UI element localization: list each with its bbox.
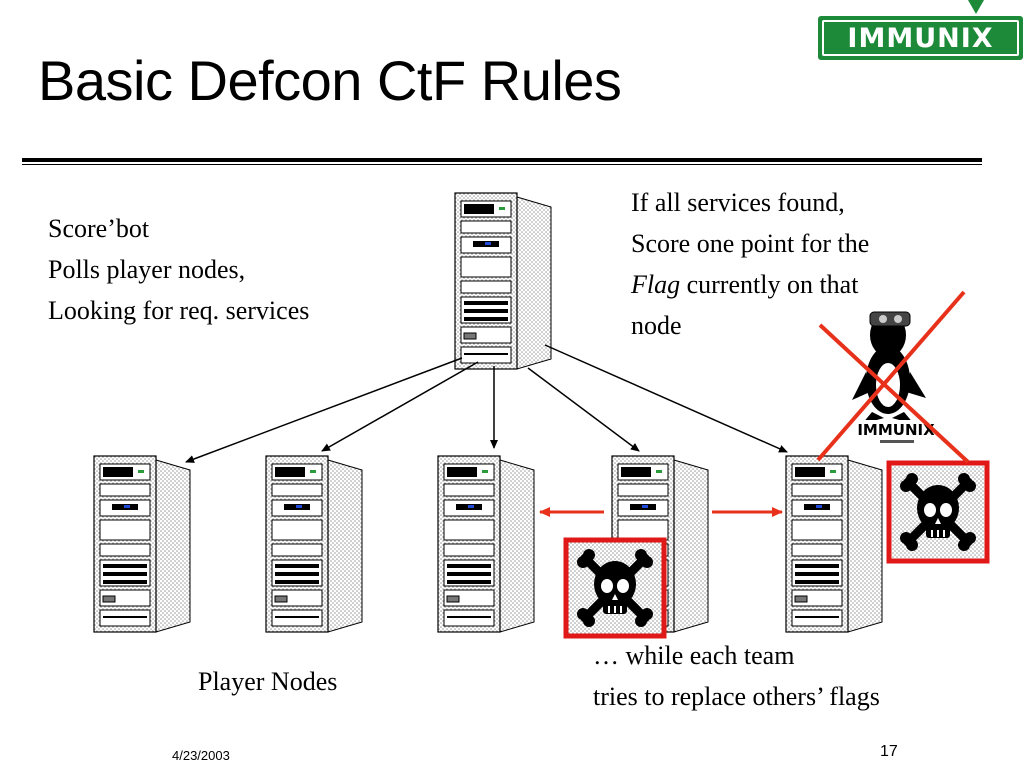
footer-date: 4/23/2003 [172,748,230,763]
flag-line: Flag currently on that [631,264,869,305]
player-nodes-label: Player Nodes [198,667,338,696]
replace-flags-description: … while each team tries to replace other… [593,635,880,717]
flag-line: Score one point for the [631,229,870,258]
player-node-server-icon [785,455,883,633]
flag-word: Flag [631,270,681,299]
immunix-logo: IMMUNIX [818,16,1023,60]
poll-arrow [544,344,788,453]
scorebot-line: Looking for req. services [48,296,310,325]
player-node-server-icon [265,455,363,633]
page-number: 17 [880,743,898,760]
flag-scoring-description: If all services found, Score one point f… [631,182,869,346]
skull-flag-box [563,537,667,639]
flag-line: node [631,311,682,340]
scorebot-line: Score’bot [48,214,150,243]
title-divider-thin [22,164,982,165]
mascot-caption: IMMUNIX [857,421,935,439]
logo-pointer-icon [968,0,984,14]
player-node-server-icon [93,455,191,633]
replace-line: … while each team [593,641,795,670]
poll-arrow [321,361,479,452]
flag-line: If all services found, [631,188,845,217]
scorebot-server-icon [454,192,552,370]
replace-line: tries to replace others’ flags [593,682,880,711]
slide-title: Basic Defcon CtF Rules [38,49,622,112]
red-x-icon [816,290,970,464]
scorebot-line: Polls player nodes, [48,255,246,284]
flag-line-rest: currently on that [680,270,859,299]
skull-flag-box [886,460,990,564]
scorebot-description: Score’bot Polls player nodes, Looking fo… [48,208,309,331]
logo-text: IMMUNIX [847,23,994,54]
player-node-server-icon [437,455,535,633]
poll-arrow [185,357,463,463]
poll-arrow [527,367,640,452]
title-divider-thick [22,158,982,162]
